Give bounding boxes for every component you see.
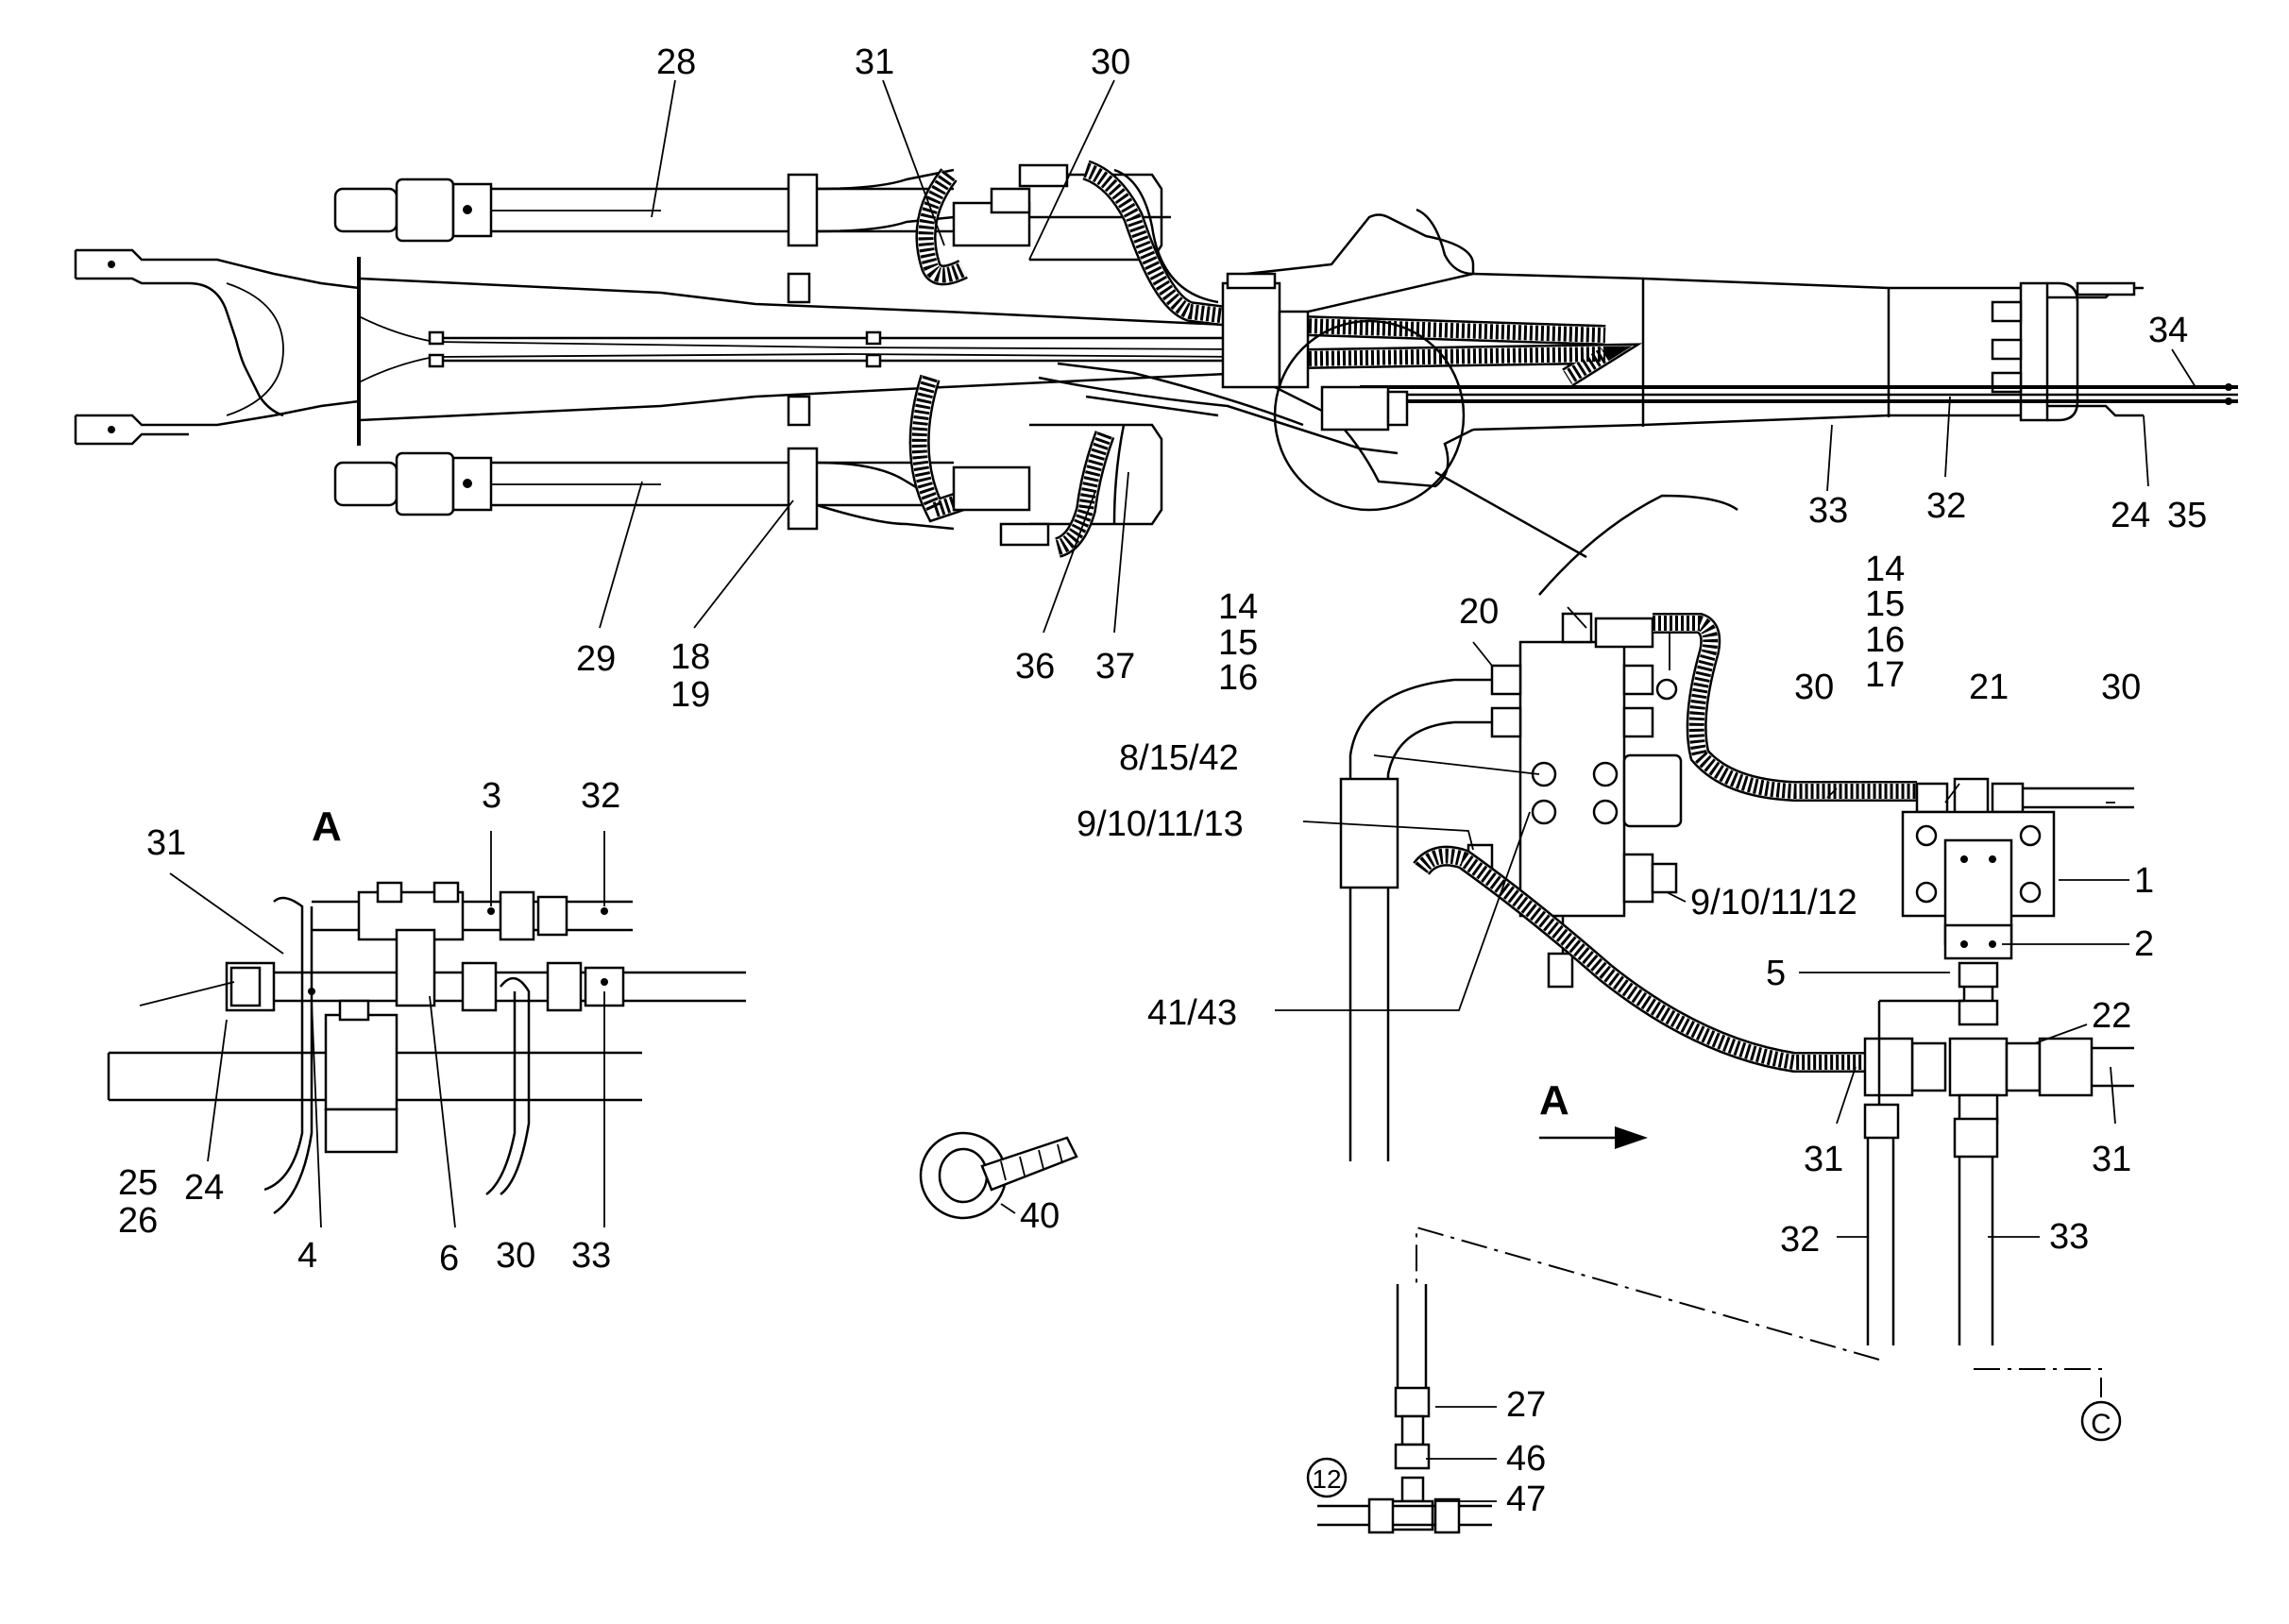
callout-29: 29 bbox=[576, 639, 616, 679]
callout-34: 34 bbox=[2148, 311, 2188, 350]
callout-31-top: 31 bbox=[855, 42, 894, 82]
callout-a-31: 31 bbox=[146, 823, 186, 863]
callout-a-3: 3 bbox=[482, 776, 501, 816]
callout-40: 40 bbox=[1020, 1196, 1060, 1236]
callout-30-mid: 30 bbox=[1794, 668, 1834, 707]
callout-41-43: 41/43 bbox=[1147, 993, 1237, 1033]
callout-31-right: 31 bbox=[2092, 1140, 2131, 1179]
callout-2: 2 bbox=[2134, 924, 2154, 964]
callout-24-top: 24 bbox=[2111, 496, 2150, 535]
callout-9-10-11-13: 9/10/11/13 bbox=[1077, 804, 1244, 844]
callout-17-right: 17 bbox=[1865, 655, 1905, 695]
callout-a-4: 4 bbox=[297, 1236, 317, 1276]
callout-30-right: 30 bbox=[2101, 668, 2141, 707]
callout-labels: 28 31 30 34 33 32 24 35 29 18 19 36 37 1… bbox=[118, 42, 2207, 1519]
callout-14-right: 14 bbox=[1865, 550, 1905, 589]
callout-14-left: 14 bbox=[1218, 587, 1258, 627]
callout-32-top: 32 bbox=[1926, 486, 1966, 526]
callout-32-mid: 32 bbox=[1780, 1220, 1820, 1260]
callout-37: 37 bbox=[1095, 647, 1135, 686]
callout-a-25: 25 bbox=[118, 1163, 158, 1203]
callout-a-32: 32 bbox=[581, 776, 620, 816]
detail-a-title: A bbox=[312, 804, 342, 850]
top-view-leaders bbox=[599, 79, 2196, 634]
callout-19: 19 bbox=[670, 675, 710, 715]
callout-22: 22 bbox=[2092, 996, 2131, 1036]
callout-21: 21 bbox=[1969, 668, 2009, 707]
callout-35: 35 bbox=[2167, 496, 2207, 535]
view-a-arrow-label: A bbox=[1539, 1077, 1569, 1124]
callout-27: 27 bbox=[1506, 1385, 1546, 1425]
callout-16-right: 16 bbox=[1865, 620, 1905, 660]
callout-1: 1 bbox=[2134, 861, 2154, 901]
callout-8-15-42: 8/15/42 bbox=[1119, 738, 1239, 778]
callout-16-left: 16 bbox=[1218, 658, 1258, 698]
callout-31-mid: 31 bbox=[1804, 1140, 1843, 1179]
callout-15-right: 15 bbox=[1865, 584, 1905, 624]
callout-a-6: 6 bbox=[439, 1239, 459, 1278]
callout-a-26: 26 bbox=[118, 1201, 158, 1241]
callout-c-circle: C bbox=[2091, 1409, 2111, 1440]
callout-28: 28 bbox=[656, 42, 696, 82]
callout-15-left: 15 bbox=[1218, 623, 1258, 663]
boom-assembly-top-view bbox=[74, 160, 2238, 596]
callout-a-30: 30 bbox=[496, 1236, 535, 1276]
callout-47: 47 bbox=[1506, 1480, 1546, 1519]
callout-9-10-11-12: 9/10/11/12 bbox=[1690, 883, 1857, 922]
callout-12-circle: 12 bbox=[1312, 1464, 1341, 1494]
callout-36: 36 bbox=[1015, 647, 1055, 686]
callout-a-24: 24 bbox=[184, 1168, 224, 1208]
valve-block-detail: C A 12 bbox=[1275, 606, 2134, 1534]
callout-30-top: 30 bbox=[1091, 42, 1130, 82]
detail-view-a: A bbox=[107, 804, 746, 1228]
callout-18: 18 bbox=[670, 637, 710, 677]
callout-33-top: 33 bbox=[1808, 491, 1848, 531]
cable-tie-part bbox=[919, 1131, 1078, 1220]
callout-33-mid: 33 bbox=[2049, 1217, 2089, 1257]
callout-a-33: 33 bbox=[571, 1236, 611, 1276]
callout-46: 46 bbox=[1506, 1439, 1546, 1479]
callout-20: 20 bbox=[1459, 592, 1499, 632]
callout-5: 5 bbox=[1766, 954, 1786, 993]
